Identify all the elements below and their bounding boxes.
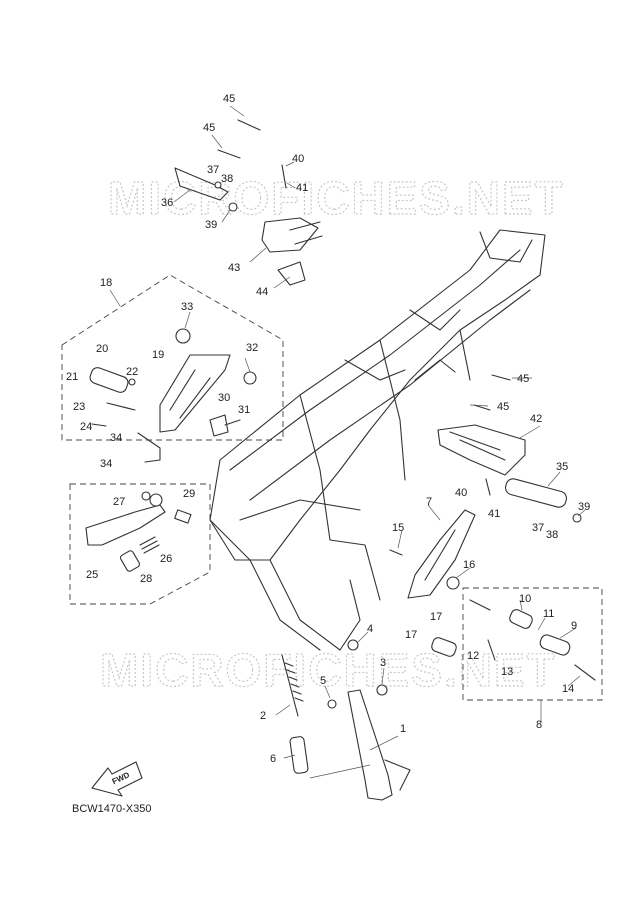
- callout-40: 40: [292, 153, 304, 165]
- watermark-top: MICROFICHES.NET: [108, 172, 565, 224]
- callout-16: 16: [463, 559, 475, 571]
- callout-41: 41: [296, 182, 308, 194]
- callout-38: 38: [221, 173, 233, 185]
- callout-18: 18: [100, 277, 112, 289]
- callout-34: 34: [110, 432, 122, 444]
- callout-37: 37: [207, 164, 219, 176]
- reference-code: BCW1470-X350: [72, 803, 152, 815]
- main-frame: [209, 229, 546, 651]
- callout-34: 34: [100, 458, 112, 470]
- callout-3: 3: [380, 657, 386, 669]
- group-box-shift: [69, 483, 211, 605]
- callout-45: 45: [203, 122, 215, 134]
- callout-2: 2: [260, 710, 266, 722]
- callout-28: 28: [140, 573, 152, 585]
- callout-43: 43: [228, 262, 240, 274]
- callout-19: 19: [152, 349, 164, 361]
- callout-30: 30: [218, 392, 230, 404]
- callout-5: 5: [320, 675, 326, 687]
- callout-45: 45: [497, 401, 509, 413]
- callout-24: 24: [80, 421, 92, 433]
- left-footrest-bracket: [89, 328, 257, 463]
- callout-45: 45: [223, 93, 235, 105]
- callout-15: 15: [392, 522, 404, 534]
- callout-12: 12: [467, 650, 479, 662]
- group-box-8: [462, 587, 603, 701]
- callout-45: 45: [517, 373, 529, 385]
- callout-27: 27: [113, 496, 125, 508]
- callout-20: 20: [96, 343, 108, 355]
- callout-1: 1: [400, 723, 406, 735]
- callout-36: 36: [161, 197, 173, 209]
- callout-4: 4: [367, 623, 373, 635]
- callout-14: 14: [562, 683, 574, 695]
- callout-17: 17: [430, 611, 442, 623]
- callout-32: 32: [246, 342, 258, 354]
- callout-37: 37: [532, 522, 544, 534]
- callout-31: 31: [238, 404, 250, 416]
- callout-6: 6: [270, 753, 276, 765]
- upper-bracket-assembly: [174, 119, 323, 286]
- right-rear-footrest-bracket: [437, 374, 582, 523]
- fwd-arrow-icon: FWD: [91, 761, 143, 797]
- callout-39: 39: [205, 219, 217, 231]
- callout-42: 42: [530, 413, 542, 425]
- callout-22: 22: [126, 366, 138, 378]
- right-footrest-group: [389, 509, 596, 681]
- callout-10: 10: [519, 593, 531, 605]
- leader-lines: [109, 105, 586, 779]
- callout-41: 41: [488, 508, 500, 520]
- callout-26: 26: [160, 553, 172, 565]
- callout-33: 33: [181, 301, 193, 313]
- callout-23: 23: [73, 401, 85, 413]
- callout-35: 35: [556, 461, 568, 473]
- group-box-18: [61, 274, 284, 441]
- shift-pedal-group: [85, 491, 192, 572]
- callout-21: 21: [66, 371, 78, 383]
- callout-44: 44: [256, 286, 268, 298]
- callout-38: 38: [546, 529, 558, 541]
- callout-25: 25: [86, 569, 98, 581]
- callout-8: 8: [536, 719, 542, 731]
- callout-40: 40: [455, 487, 467, 499]
- callout-29: 29: [183, 488, 195, 500]
- watermark-bottom: MICROFICHES.NET: [100, 644, 557, 696]
- callout-13: 13: [501, 666, 513, 678]
- callout-11: 11: [543, 608, 554, 620]
- callout-9: 9: [571, 620, 577, 632]
- callout-7: 7: [426, 496, 432, 508]
- callout-17: 17: [405, 629, 417, 641]
- callout-39: 39: [578, 501, 590, 513]
- side-stand-assembly: [281, 639, 411, 801]
